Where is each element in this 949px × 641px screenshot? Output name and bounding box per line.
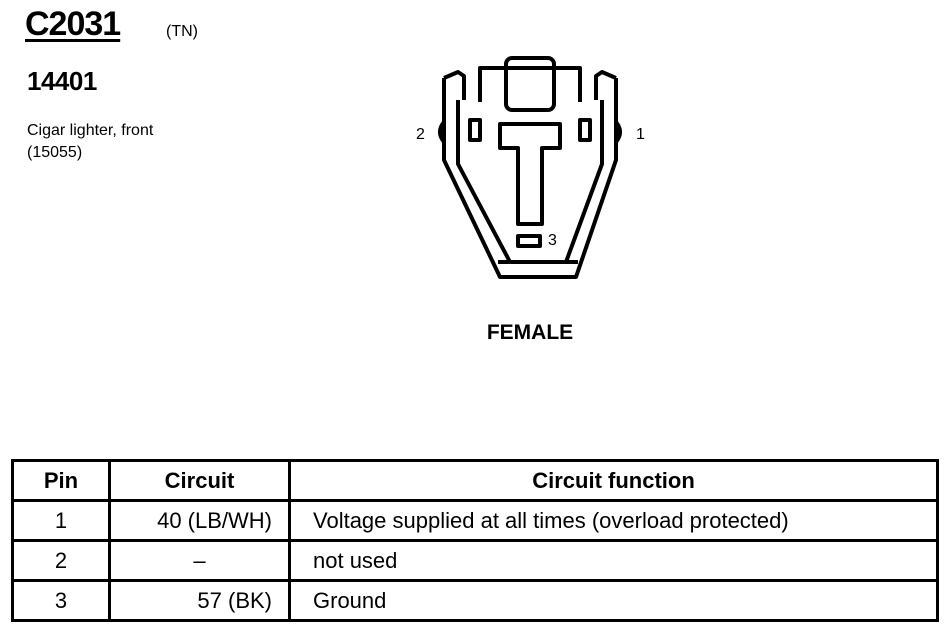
cell-circuit-function: Voltage supplied at all times (overload …	[288, 499, 939, 542]
right-latch	[594, 70, 617, 100]
left-bump	[438, 120, 446, 144]
connector-description: Cigar lighter, front (15055)	[27, 120, 153, 164]
table-header-row: Pin Circuit Circuit function	[11, 459, 939, 502]
cell-circuit-function: not used	[288, 539, 939, 582]
lock-tab	[504, 56, 556, 112]
pin-label-2: 2	[416, 126, 425, 143]
connector-housing	[442, 78, 618, 279]
left-latch	[443, 70, 466, 100]
cell-pin: 1	[11, 499, 111, 542]
right-bump	[614, 120, 622, 144]
description-text: Cigar lighter, front	[27, 122, 154, 139]
connector-gender: FEMALE	[486, 321, 574, 344]
header-circuit: Circuit	[108, 459, 291, 502]
cell-pin: 2	[11, 539, 111, 582]
table-row: 2 – not used	[11, 539, 939, 582]
pin-cavity-2	[468, 118, 482, 142]
table-row: 1 40 (LB/WH) Voltage supplied at all tim…	[11, 499, 939, 542]
connector-color-code: (TN)	[166, 23, 198, 40]
pin-cavity-3	[516, 234, 542, 248]
part-number: 14401	[27, 66, 97, 96]
cell-circuit: 57 (BK)	[108, 579, 291, 622]
cell-pin: 3	[11, 579, 111, 622]
description-part-number: (15055)	[27, 144, 83, 161]
pin-label-1: 1	[636, 126, 645, 143]
connector-id: C2031	[25, 5, 121, 43]
pin-cavity-1	[578, 118, 592, 142]
header-circuit-function: Circuit function	[288, 459, 939, 502]
cell-circuit: –	[108, 539, 291, 582]
cell-circuit-function: Ground	[288, 579, 939, 622]
cell-circuit: 40 (LB/WH)	[108, 499, 291, 542]
terminal-t-shape	[498, 122, 562, 226]
table-row: 3 57 (BK) Ground	[11, 579, 939, 622]
pin-label-3: 3	[548, 232, 557, 249]
lock-tab-frame	[478, 66, 582, 102]
header-pin: Pin	[11, 459, 111, 502]
connector-diagram: 2 1 3	[416, 56, 645, 279]
pin-table: Pin Circuit Circuit function 1 40 (LB/WH…	[11, 459, 939, 622]
